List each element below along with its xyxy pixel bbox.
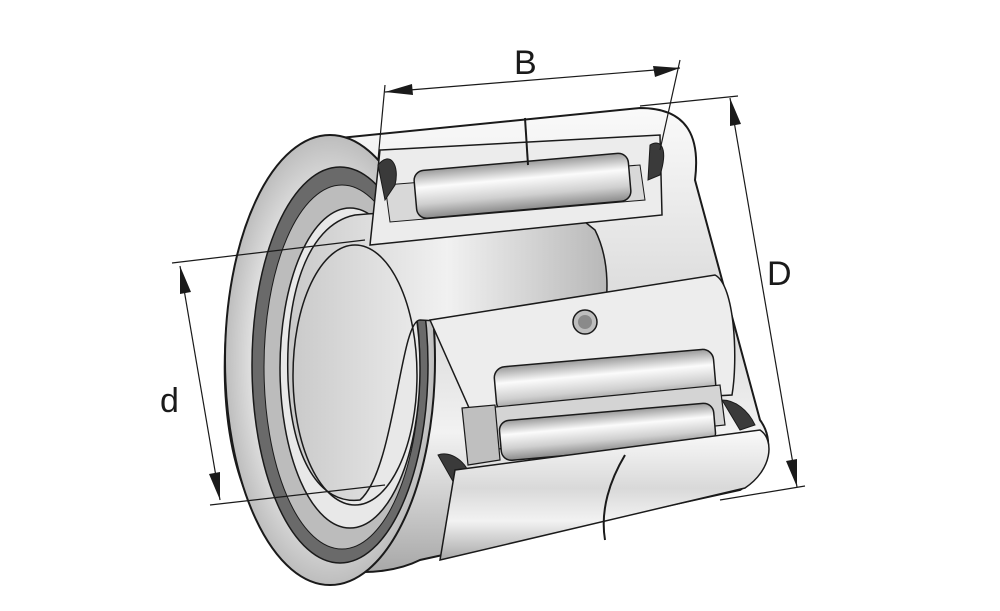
dimension-d-arrow-top	[180, 266, 191, 294]
dimension-d: d	[160, 239, 386, 506]
bore-opening	[292, 244, 418, 506]
lower-seal-right	[721, 399, 756, 431]
upper-seal-left	[377, 158, 397, 202]
dimension-B-arrow-left	[385, 84, 413, 95]
lower-cutaway	[437, 348, 770, 561]
lower-cage-end	[461, 404, 501, 466]
dimension-D-label: D	[767, 255, 792, 293]
upper-seal-right	[647, 142, 665, 181]
dimension-d-ext-bottom	[209, 484, 386, 506]
dimension-B-ext-right	[659, 59, 681, 151]
dimension-D-arrow-bottom	[786, 459, 797, 487]
dimension-d-label: d	[160, 382, 179, 420]
upper-groove	[524, 117, 529, 166]
upper-needle-roller	[413, 152, 632, 219]
dimension-d-ext-top	[171, 239, 366, 264]
lower-groove	[602, 454, 626, 541]
dimension-B: B	[377, 44, 681, 161]
dimension-B-line	[384, 67, 681, 93]
lubrication-hole-inner	[578, 315, 592, 329]
dimension-D-ext-bottom	[719, 485, 806, 501]
dimension-D-arrow-top	[730, 98, 741, 126]
upper-cutaway	[369, 117, 665, 246]
dimension-d-arrow-bottom	[209, 472, 220, 500]
dimension-D: D	[639, 95, 806, 501]
dimension-B-arrow-right	[653, 66, 680, 77]
dimension-D-line	[729, 97, 798, 488]
lower-outer-shell	[439, 429, 770, 561]
dimension-d-line	[179, 265, 221, 501]
dimension-B-ext-left	[377, 84, 386, 161]
dimension-D-ext-top	[639, 95, 739, 107]
dimension-B-label: B	[514, 44, 537, 82]
